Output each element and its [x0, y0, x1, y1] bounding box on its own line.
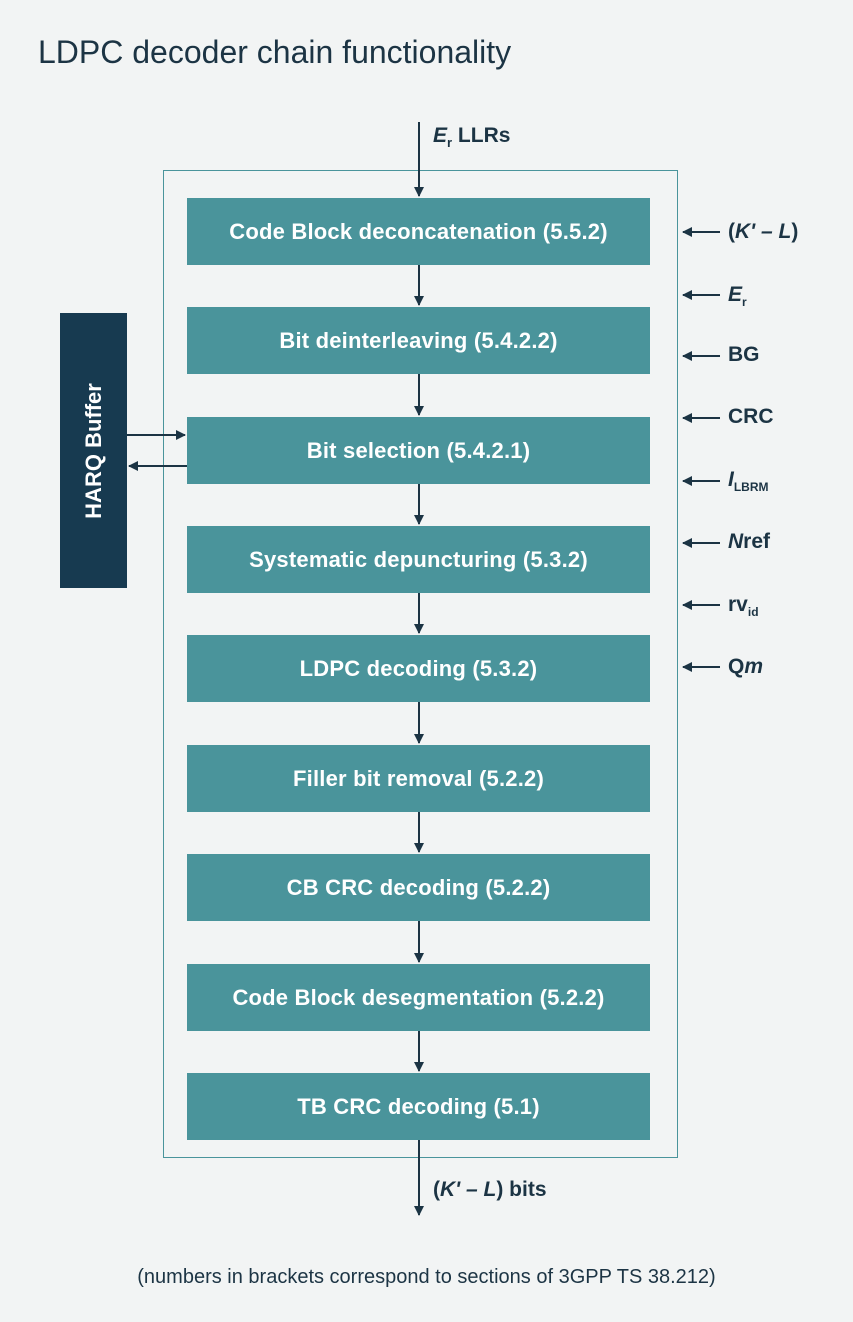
- param-er: Er: [728, 283, 747, 310]
- param-rvid: rvid: [728, 593, 759, 620]
- block-bit-deinterleaving: Bit deinterleaving (5.4.2.2): [187, 307, 650, 374]
- param-k-minus-l: (K' – L): [728, 220, 799, 243]
- block-code-block-desegmentation: Code Block desegmentation (5.2.2): [187, 964, 650, 1031]
- footnote: (numbers in brackets correspond to secti…: [137, 1266, 716, 1288]
- output-label: (K' – L) bits: [433, 1178, 547, 1201]
- param-nref: Nref: [728, 530, 771, 553]
- param-crc: CRC: [728, 405, 774, 428]
- block-tb-crc-decoding: TB CRC decoding (5.1): [187, 1073, 650, 1140]
- param-bg: BG: [728, 343, 760, 366]
- block-code-block-deconcatenation: Code Block deconcatenation (5.5.2): [187, 198, 650, 265]
- block-cb-crc-decoding: CB CRC decoding (5.2.2): [187, 854, 650, 921]
- diagram-title: LDPC decoder chain functionality: [38, 34, 512, 70]
- block-systematic-depuncturing: Systematic depuncturing (5.3.2): [187, 526, 650, 593]
- param-qm: Qm: [728, 655, 764, 678]
- block-ldpc-decoding: LDPC decoding (5.3.2): [187, 635, 650, 702]
- decoder-frame: [163, 170, 678, 1158]
- input-label: Er LLRs: [433, 124, 511, 151]
- block-bit-selection: Bit selection (5.4.2.1): [187, 417, 650, 484]
- param-ilbrm: ILBRM: [728, 468, 769, 495]
- block-filler-bit-removal: Filler bit removal (5.2.2): [187, 745, 650, 812]
- harq-buffer: HARQ Buffer: [60, 313, 127, 588]
